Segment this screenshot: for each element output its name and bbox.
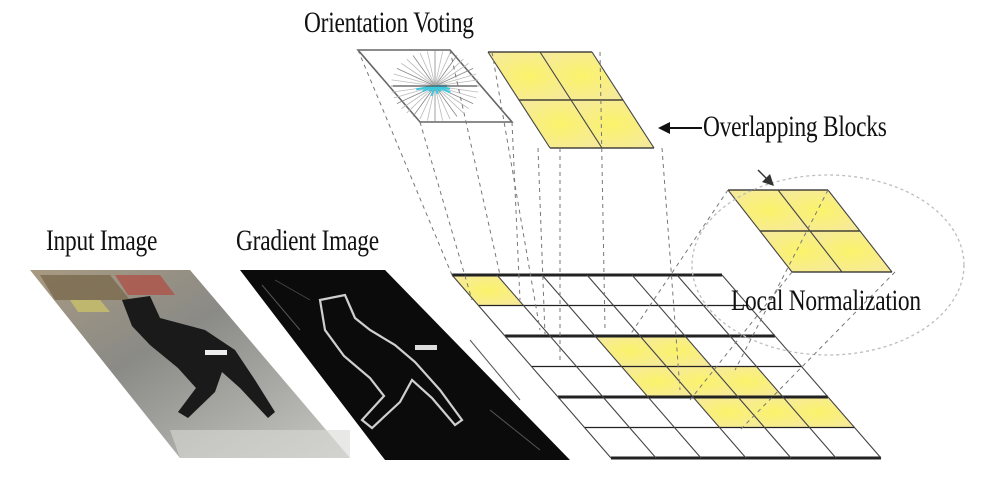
dashed-connectors xyxy=(357,49,896,431)
cell-grid-highlighted-cell xyxy=(452,275,524,306)
overlapping-blocks-label: Overlapping Blocks xyxy=(703,110,887,143)
orientation-voting-cell xyxy=(356,49,514,123)
overlapping-blocks-arrow xyxy=(658,122,702,134)
overlapping-block-highlighted-cell xyxy=(540,52,623,100)
normalized-block xyxy=(727,189,893,273)
cell-grid-col-line xyxy=(721,274,882,459)
cell-grid-col-line xyxy=(541,274,702,459)
orientation-vote-lines xyxy=(391,50,479,122)
normalized-block-col-line xyxy=(827,189,893,273)
normalized-block-highlighted-cell xyxy=(810,231,892,272)
cell-grid-highlighted-cell xyxy=(783,397,855,428)
cell-grid-highlighted-cell xyxy=(738,397,810,428)
overlapping-block-highlighted-cell xyxy=(571,100,654,148)
cell-grid-col-line xyxy=(496,274,657,459)
normalized-block-col-line xyxy=(777,189,843,273)
overlapping-block-col-line xyxy=(539,51,603,149)
cell-grid-highlighted-cell xyxy=(595,336,667,367)
normalized-block-highlighted-cell xyxy=(778,190,860,231)
overlapping-block-col-line xyxy=(591,51,655,149)
cell-grid-highlighted-cell xyxy=(621,366,693,397)
cell-grid xyxy=(451,273,882,460)
normalized-block-col-line xyxy=(727,189,793,273)
input-image-panel xyxy=(30,270,350,458)
orientation-voting-label: Orientation Voting xyxy=(304,6,474,39)
gradient-image-panel xyxy=(240,270,570,460)
normalization-arrow xyxy=(757,169,774,186)
cell-grid-col-line xyxy=(631,274,792,459)
cell-grid-col-line xyxy=(586,274,747,459)
input-image-label: Input Image xyxy=(46,224,158,257)
cell-grid-highlighted-cell xyxy=(711,366,783,397)
overlapping-block-col-line xyxy=(487,51,551,149)
overlapping-block-highlighted-cell xyxy=(519,100,602,148)
cell-grid-highlighted-cell xyxy=(693,397,765,428)
overlapping-block-highlighted-cell xyxy=(488,52,571,100)
normalization-ellipse xyxy=(691,174,965,356)
cell-grid-col-line xyxy=(676,274,837,459)
gradient-image-label: Gradient Image xyxy=(236,224,379,257)
local-normalization-label: Local Normalization xyxy=(731,284,921,317)
cell-grid-highlighted-cell xyxy=(666,366,738,397)
normalized-block-highlighted-cell xyxy=(760,231,842,272)
cell-grid-col-line xyxy=(451,274,612,459)
cell-grid-highlighted-cell xyxy=(640,336,712,367)
normalized-block-highlighted-cell xyxy=(728,190,810,231)
